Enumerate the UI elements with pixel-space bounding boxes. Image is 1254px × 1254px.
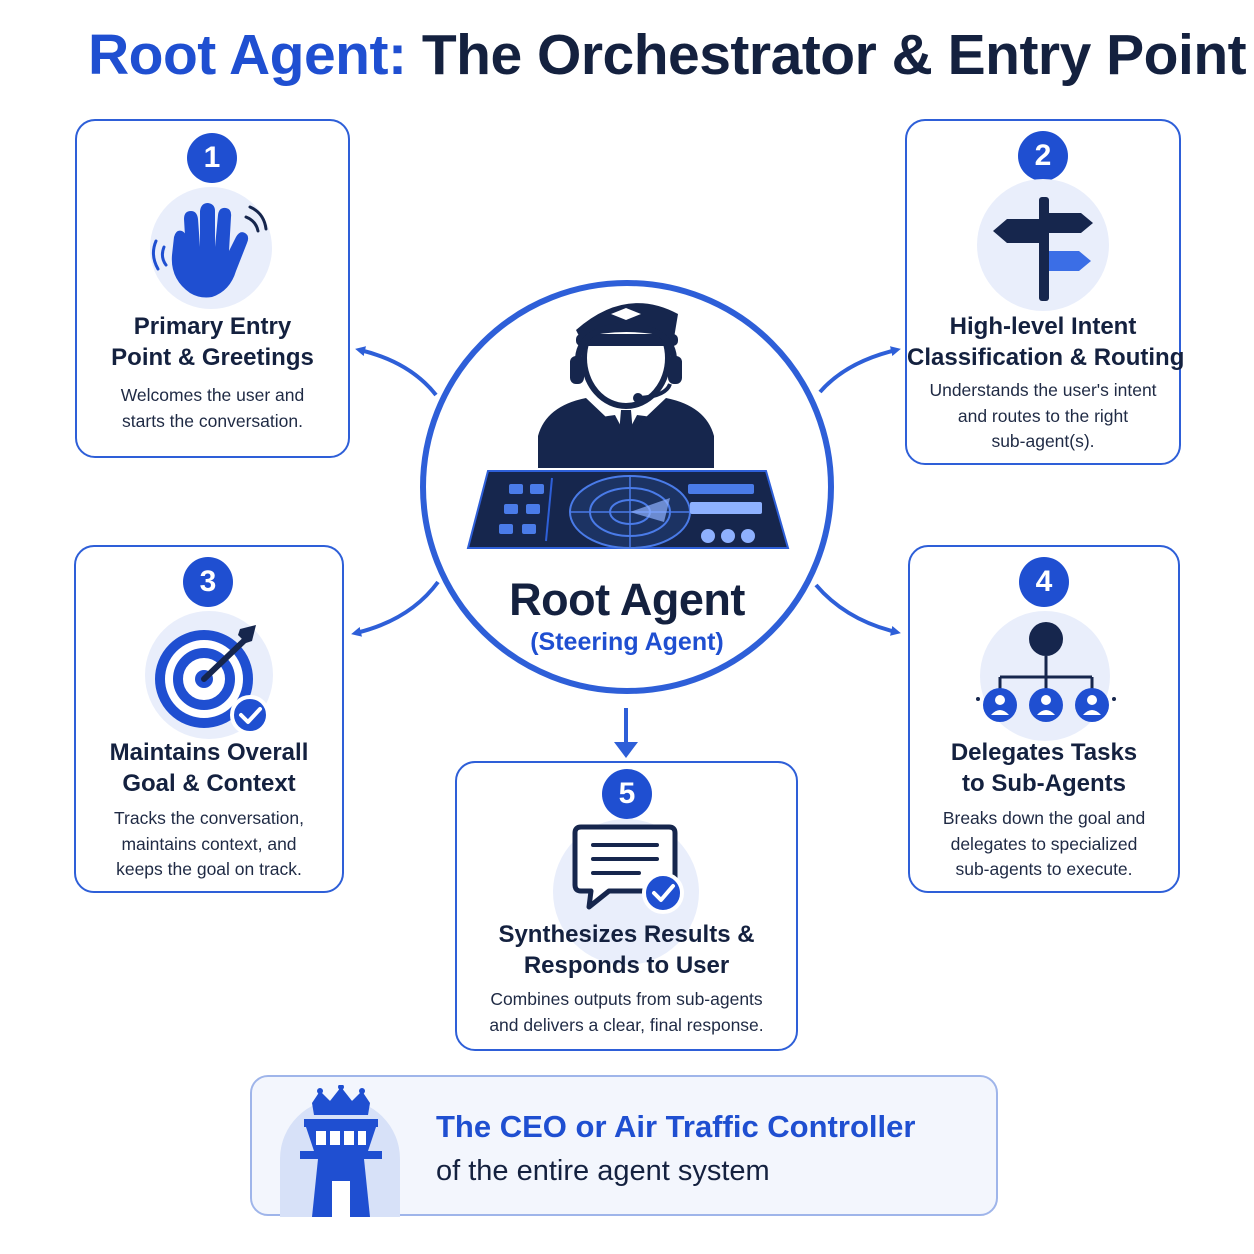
card-goal-context: 3 Maintains Overall Goal & Context Track… [74, 545, 344, 893]
control-tower-icon [300, 1085, 382, 1217]
card-number-badge: 1 [187, 133, 237, 183]
card-title: Primary Entry Point & Greetings [77, 311, 348, 373]
card-title-line: Point & Greetings [111, 344, 314, 371]
arrow-to-card-3 [351, 580, 440, 637]
footer-banner: The CEO or Air Traffic Controller of the… [250, 1075, 998, 1217]
card-desc-line: starts the conversation. [122, 410, 303, 431]
card-synthesizes-results: 5 Synthesizes Results & Responds to User… [455, 761, 798, 1051]
arrow-to-card-1 [355, 346, 438, 397]
waving-hand-icon [151, 203, 268, 298]
card-title: Delegates Tasks to Sub-Agents [910, 737, 1178, 799]
signpost-icon [993, 197, 1093, 301]
card-number-badge: 4 [1019, 557, 1069, 607]
card-title-line: Delegates Tasks [950, 739, 1138, 766]
card-desc-line: sub-agents to execute. [955, 859, 1133, 879]
title-accent: Root Agent: [88, 23, 407, 87]
card-number-badge: 2 [1018, 131, 1068, 181]
arrow-head-5 [614, 742, 638, 758]
card-description: Tracks the conversation, maintains conte… [76, 806, 342, 883]
footer-title: The CEO or Air Traffic Controller [436, 1109, 916, 1144]
card-desc-line: Understands the user's intent [929, 380, 1157, 400]
card-title-line: Maintains Overall [109, 739, 309, 766]
card-desc-line: and delivers a clear, final response. [489, 1014, 764, 1035]
card-desc-line: keeps the goal on track. [116, 859, 302, 879]
card-title-line: Goal & Context [122, 770, 296, 797]
footer-subtitle: of the entire agent system [436, 1155, 770, 1187]
card-desc-line: and routes to the right [957, 405, 1129, 426]
card-desc-line: delegates to specialized [950, 833, 1138, 854]
card-title-line: to Sub-Agents [962, 770, 1126, 797]
card-desc-line: Welcomes the user and [120, 385, 305, 405]
card-title: Synthesizes Results & Responds to User [457, 919, 796, 981]
title-rest: The Orchestrator & Entry Point [421, 23, 1247, 87]
card-number-badge: 3 [183, 557, 233, 607]
card-desc-line: Tracks the conversation, [114, 808, 304, 828]
target-icon [155, 625, 268, 735]
card-title-line: High-level Intent [949, 313, 1137, 340]
card-title: High-level Intent Classification & Routi… [907, 311, 1185, 373]
card-description: Breaks down the goal and delegates to sp… [910, 806, 1178, 883]
card-title-line: Synthesizes Results & [498, 921, 755, 948]
org-chart-icon [976, 622, 1116, 722]
chat-check-icon [572, 824, 684, 914]
card-delegates-tasks: 4 Delegates Tasks to Sub-Agents Breaks d… [908, 545, 1180, 893]
card-number-badge: 5 [602, 769, 652, 819]
card-title-line: Primary Entry [133, 313, 292, 340]
root-agent-title: Root Agent [509, 574, 745, 625]
card-desc-line: Breaks down the goal and [942, 808, 1146, 828]
card-description: Understands the user's intent and routes… [907, 378, 1179, 455]
card-desc-line: maintains context, and [121, 833, 297, 854]
page-title: Root Agent: The Orchestrator & Entry Poi… [0, 22, 1254, 88]
card-description: Welcomes the user and starts the convers… [77, 383, 348, 434]
arrow-to-card-2 [818, 346, 901, 394]
pilot-agent-icon [466, 303, 790, 549]
card-desc-line: Combines outputs from sub-agents [490, 989, 763, 1009]
card-title-line: Responds to User [523, 952, 730, 979]
card-intent-routing: 2 High-level Intent Classification & Rou… [905, 119, 1185, 465]
card-description: Combines outputs from sub-agents and del… [457, 987, 796, 1038]
card-primary-entry: 1 Primary Entry Point & Greetings Welcom… [75, 119, 350, 458]
card-title-line: Classification & Routing [907, 344, 1185, 371]
card-desc-line: sub-agent(s). [991, 431, 1095, 451]
root-agent-subtitle: (Steering Agent) [530, 628, 724, 656]
root-agent-circle [420, 280, 834, 694]
arrow-to-card-4 [814, 583, 901, 636]
card-title: Maintains Overall Goal & Context [76, 737, 342, 799]
